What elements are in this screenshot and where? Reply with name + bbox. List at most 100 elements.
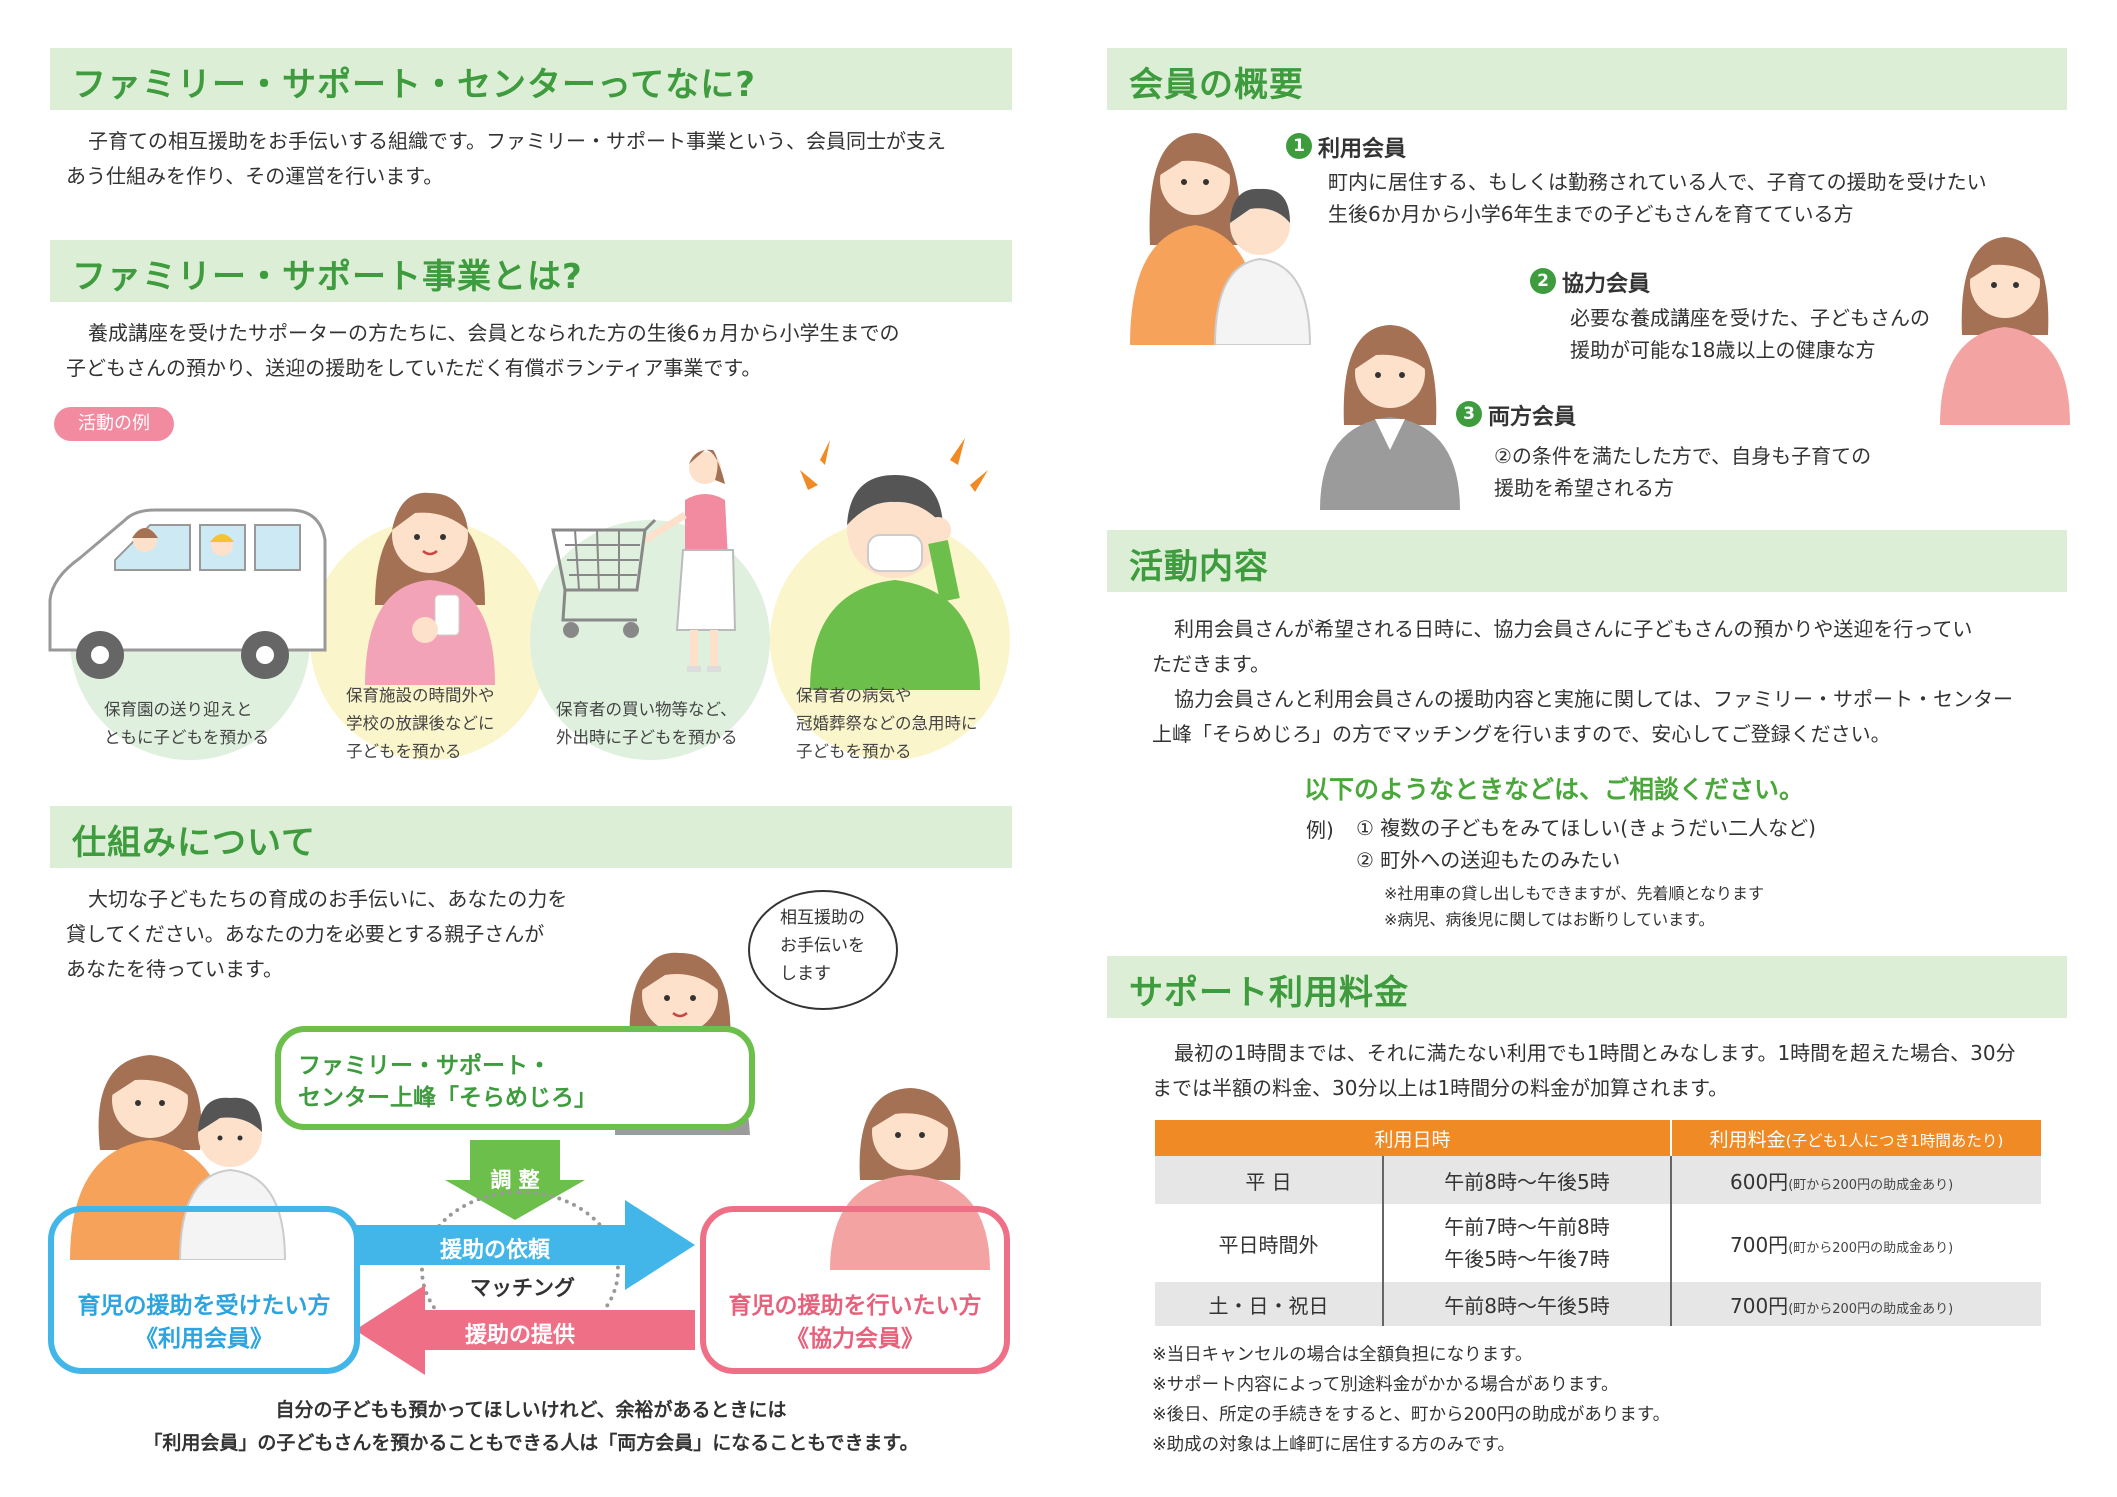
heading-mechanism: 仕組みについて — [50, 806, 1012, 868]
text-line: 協力会員さんと利用会員さんの援助内容と実施に関しては、ファミリー・サポート・セン… — [1174, 687, 2013, 711]
text-line: 子どもさんの預かり、送迎の援助をしていただく有償ボランティア事業です。 — [66, 356, 762, 380]
caption-line: 保育施設の時間外や — [346, 686, 495, 705]
example-label: 例) — [1306, 818, 1334, 842]
note-line: ※社用車の貸し出しもできますが、先着順となります — [1384, 884, 1764, 903]
shopping-cart-icon — [551, 449, 737, 672]
center-box — [275, 1026, 755, 1130]
footer-line: 「利用会員」の子どもさんを預かることもできる人は「両方会員」になることもできます… — [143, 1432, 919, 1454]
example-caption-1: 保育園の送り迎えと ともに子どもを預かる — [104, 696, 269, 752]
text-line: までは半額の料金、30分以上は1時間分の料金が加算されます。 — [1152, 1076, 1729, 1100]
time-line: 午後5時〜午後7時 — [1444, 1247, 1610, 1271]
caption-line: 保育者の病気や — [796, 686, 912, 705]
text-line: あう仕組みを作り、その運営を行います。 — [66, 164, 444, 188]
heading-text: 仕組みについて — [72, 823, 316, 863]
day-cell: 平日時間外 — [1218, 1232, 1319, 1257]
text-line: 利用会員さんが希望される日時に、協力会員さんに子どもさんの預かりや送迎を行ってい — [1174, 617, 1973, 641]
mechanism-footer: 自分の子どもも預かってほしいけれど、余裕があるときには 「利用会員」の子どもさん… — [50, 1394, 1012, 1460]
caption-line: 外出時に子どもを預かる — [556, 728, 738, 747]
table-row: 土・日・祝日 午前8時〜午後5時 700円(町から200円の助成金あり) — [1155, 1282, 2041, 1326]
member-number-3: 3 — [1456, 401, 1482, 427]
fee-cell: 700円(町から200円の助成金あり) — [1670, 1204, 2041, 1282]
mother-phone-icon — [365, 492, 495, 685]
text-line: 貸してください。あなたの力を必要とする親子さんが — [66, 922, 545, 946]
example-caption-2: 保育施設の時間外や 学校の放課後などに 子どもを預かる — [346, 682, 495, 766]
price: 700円 — [1730, 1293, 1789, 1318]
examples-badge-label: 活動の例 — [78, 413, 150, 434]
day-cell: 平 日 — [1155, 1156, 1383, 1204]
speech-bubble: 相互援助の お手伝いを します — [748, 890, 898, 1010]
text-line: 最初の1時間までは、それに満たない利用でも1時間とみなします。1時間を超えた場合… — [1174, 1041, 2016, 1065]
support-woman-icon — [830, 1088, 990, 1270]
examples-badge: 活動の例 — [54, 407, 174, 441]
example-caption-3: 保育者の買い物等など、 外出時に子どもを預かる — [556, 696, 738, 752]
request-label: 援助の依頼 — [440, 1238, 551, 1263]
car-icon — [48, 508, 327, 679]
fee-cell: 700円(町から200円の助成金あり) — [1670, 1282, 2041, 1326]
desc-line: 援助を希望される方 — [1494, 476, 1674, 500]
fee-paragraph: 最初の1時間までは、それに満たない利用でも1時間とみなします。1時間を超えた場合… — [1152, 1036, 2016, 1106]
sick-person-icon — [800, 438, 988, 690]
example-caption-4: 保育者の病気や 冠婚葬祭などの急用時に 子どもを預かる — [796, 682, 978, 766]
price: 600円 — [1730, 1169, 1789, 1194]
note-line: ※助成の対象は上峰町に居住する方のみです。 — [1152, 1435, 1515, 1455]
heading-activity: 活動内容 — [1107, 530, 2067, 592]
caption-line: 子どもを預かる — [796, 742, 912, 761]
caption-line: 学校の放課後などに — [346, 714, 495, 733]
center-line: ファミリー・サポート・ — [298, 1053, 551, 1079]
heading-business: ファミリー・サポート事業とは? — [50, 240, 1012, 302]
both-member-woman-icon — [1320, 325, 1460, 510]
what-paragraph: 子育ての相互援助をお手伝いする組織です。ファミリー・サポート事業という、会員同士… — [66, 124, 946, 194]
desc-line: 必要な養成講座を受けた、子どもさんの — [1570, 306, 1930, 330]
example-line: ① 複数の子どもをみてほしい(きょうだい二人など) — [1356, 816, 1816, 840]
center-name: ファミリー・サポート・ センター上峰「そらめじろ」 — [298, 1050, 597, 1114]
text-line: 上峰「そらめじろ」の方でマッチングを行いますので、安心してご登録ください。 — [1152, 722, 1891, 746]
center-line: センター上峰「そらめじろ」 — [298, 1085, 597, 1111]
text-line: ただきます。 — [1152, 652, 1270, 676]
time-cell: 午前8時〜午後5時 — [1382, 1282, 1671, 1326]
adjust-label: 調 整 — [490, 1168, 540, 1192]
consult-examples: ① 複数の子どもをみてほしい(きょうだい二人など) ② 町外への送迎もたのみたい — [1356, 812, 1816, 876]
caption-line: 保育園の送り迎えと — [104, 700, 253, 719]
table-row: 平 日 午前8時〜午後5時 600円(町から200円の助成金あり) — [1155, 1156, 2041, 1204]
matching-label: マッチング — [470, 1276, 575, 1300]
header-datetime: 利用日時 — [1155, 1120, 1671, 1156]
provide-label: 援助の提供 — [465, 1323, 576, 1348]
support-member-label: 育児の援助を行いたい方 《協力会員》 — [700, 1290, 1010, 1356]
example-line: ② 町外への送迎もたのみたい — [1356, 848, 1621, 872]
heading-text: サポート利用料金 — [1129, 973, 1409, 1013]
header-fee: 利用料金(子ども1人につき1時間あたり) — [1670, 1120, 2041, 1156]
request-arrow — [355, 1200, 695, 1290]
note-line: ※当日キャンセルの場合は全額負担になります。 — [1152, 1345, 1533, 1365]
speech-line: 相互援助の — [780, 908, 865, 928]
speech-line: します — [780, 964, 831, 984]
consult-heading: 以下のようなときなどは、ご相談ください。 — [1304, 775, 1805, 804]
desc-line: 生後6か月から小学6年生までの子どもさんを育てている方 — [1328, 202, 1854, 226]
heading-overview: 会員の概要 — [1107, 48, 2067, 110]
note-line: ※後日、所定の手続きをすると、町から200円の助成があります。 — [1152, 1405, 1671, 1425]
text-line: 養成講座を受けたサポーターの方たちに、会員となられた方の生後6ヵ月から小学生まで… — [88, 321, 900, 345]
aid-note: (町から200円の助成金あり) — [1788, 1177, 1954, 1193]
desc-line: 援助が可能な18歳以上の健康な方 — [1570, 338, 1876, 362]
speech-line: お手伝いを — [780, 936, 865, 956]
member-desc-1: 町内に居住する、もしくは勤務されている人で、子育ての援助を受けたい 生後6か月か… — [1328, 166, 1987, 230]
aid-note: (町から200円の助成金あり) — [1788, 1240, 1954, 1256]
mechanism-paragraph: 大切な子どもたちの育成のお手伝いに、あなたの力を 貸してください。あなたの力を必… — [66, 882, 567, 987]
business-paragraph: 養成講座を受けたサポーターの方たちに、会員となられた方の生後6ヵ月から小学生まで… — [66, 316, 900, 386]
speech-text: 相互援助の お手伝いを します — [780, 904, 865, 988]
consult-notes: ※社用車の貸し出しもできますが、先着順となります ※病児、病後児に関してはお断り… — [1384, 881, 1764, 933]
member-title-1: 利用会員 — [1318, 137, 1407, 162]
note-line: ※病児、病後児に関してはお断りしています。 — [1384, 910, 1715, 929]
use-member-line: 育児の援助を受けたい方 — [77, 1293, 331, 1319]
fee-table-header: 利用日時 利用料金(子ども1人につき1時間あたり) — [1155, 1120, 2041, 1156]
price: 700円 — [1730, 1232, 1789, 1257]
member-number-2: 2 — [1530, 268, 1556, 294]
member-desc-2: 必要な養成講座を受けた、子どもさんの 援助が可能な18歳以上の健康な方 — [1570, 302, 1930, 366]
heading-text: ファミリー・サポート事業とは? — [72, 257, 583, 297]
use-member-label: 育児の援助を受けたい方 《利用会員》 — [48, 1290, 360, 1356]
header-fee-sub: (子ども1人につき1時間あたり) — [1785, 1131, 2004, 1150]
activity-paragraph: 利用会員さんが希望される日時に、協力会員さんに子どもさんの預かりや送迎を行ってい… — [1152, 612, 2013, 752]
heading-text: 活動内容 — [1129, 547, 1269, 587]
mother-child-icon — [70, 1055, 287, 1260]
support-woman-icon — [1940, 237, 2070, 425]
heading-text: 会員の概要 — [1129, 65, 1304, 105]
